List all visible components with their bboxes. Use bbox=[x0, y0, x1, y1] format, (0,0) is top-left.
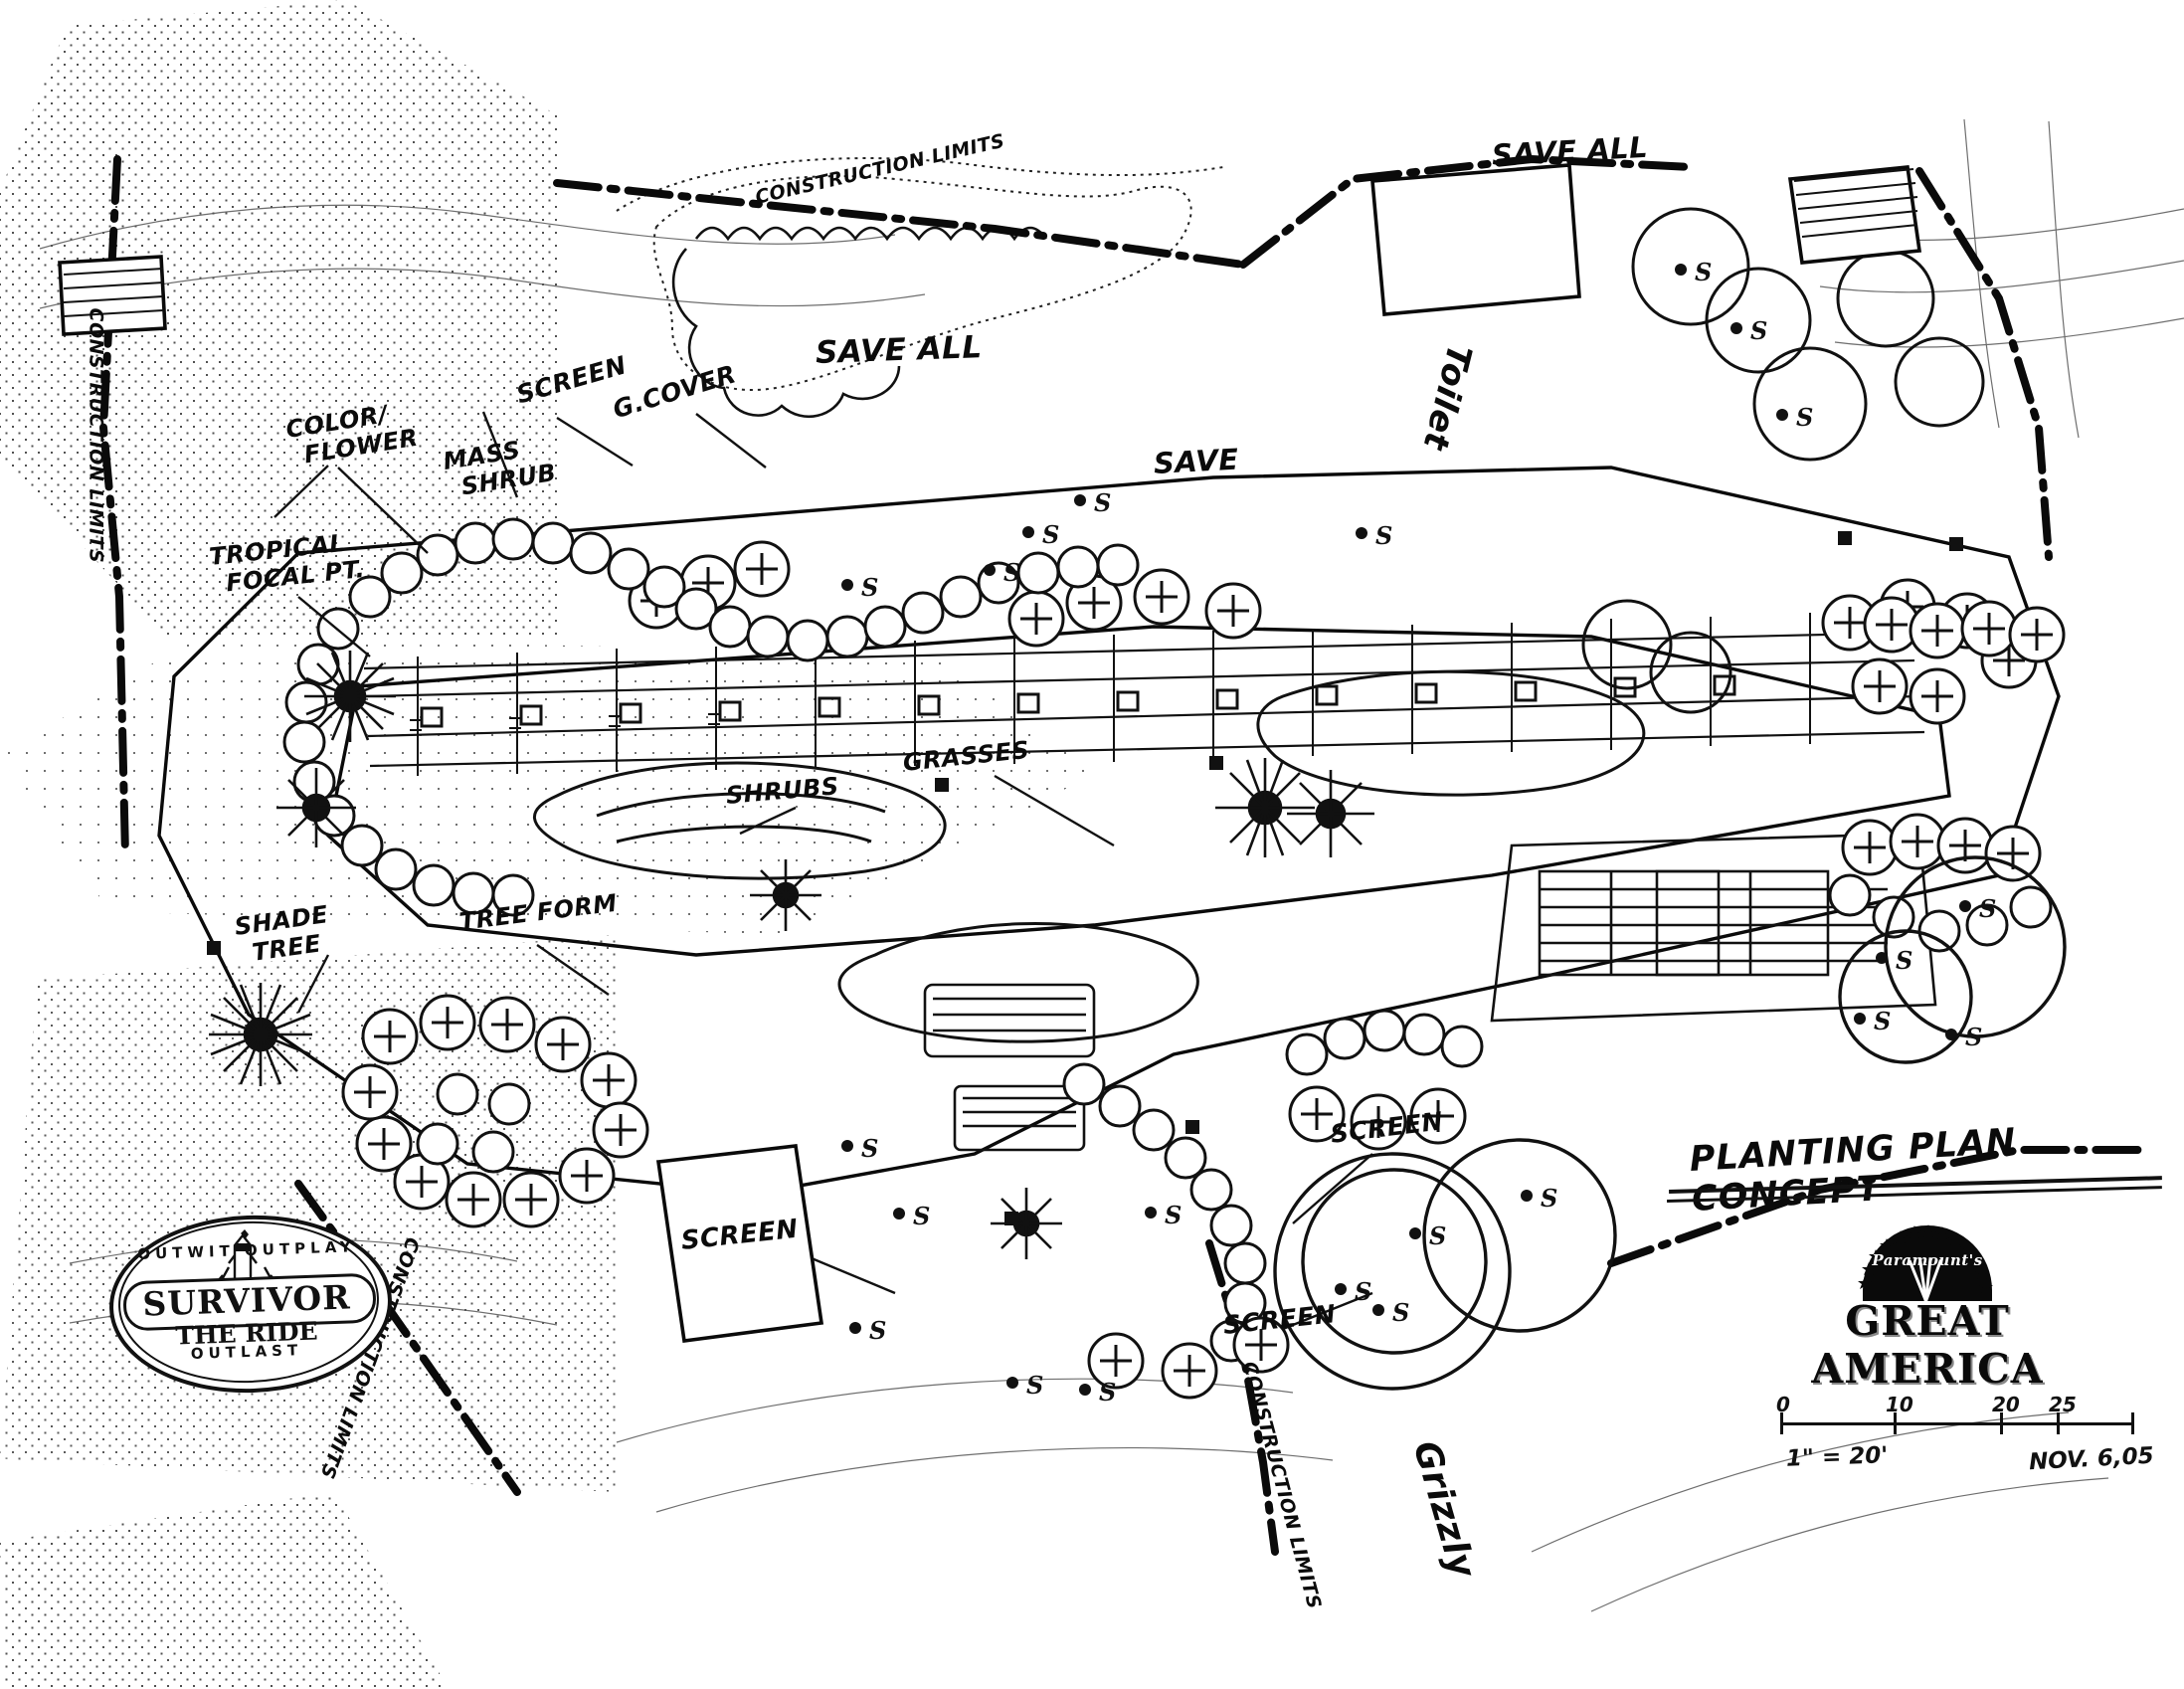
plant-key-letter: S bbox=[1695, 258, 1713, 286]
plant-key-dot bbox=[1675, 264, 1687, 276]
plant-key-dot bbox=[1521, 1190, 1533, 1202]
scale-tick bbox=[1780, 1412, 1783, 1434]
plant-key-dot bbox=[841, 579, 853, 591]
plant-key-dot bbox=[841, 1140, 853, 1152]
plant-key-dot bbox=[1730, 322, 1742, 334]
park-logo: Paramount's GREAT AMERICA bbox=[1738, 1224, 2116, 1393]
plant-key-letter: S bbox=[1099, 1378, 1117, 1407]
plant-key-letter: S bbox=[1429, 1221, 1447, 1250]
scale-tick bbox=[2057, 1412, 2060, 1434]
plant-key-letter: S bbox=[1965, 1023, 1983, 1051]
plant-key-dot bbox=[1074, 494, 1086, 506]
star-arc-icon bbox=[1858, 1224, 1993, 1293]
scale-label-25: 25 bbox=[2049, 1393, 2077, 1416]
plant-key-letter: S bbox=[1165, 1201, 1183, 1229]
scale-tick bbox=[2131, 1412, 2134, 1434]
scale-label-10: 10 bbox=[1886, 1393, 1913, 1416]
plant-key-dot bbox=[1145, 1207, 1157, 1219]
scale-tick bbox=[2000, 1412, 2003, 1434]
plant-key-letter: S bbox=[869, 1316, 887, 1345]
title-block: PLANTING PLAN CONCEPT bbox=[1667, 1122, 2178, 1538]
plant-key-letter: S bbox=[861, 573, 879, 602]
plant-key-dot bbox=[893, 1208, 905, 1220]
plant-key-letter: S bbox=[913, 1202, 931, 1230]
plant-key-dot bbox=[1776, 409, 1788, 421]
plant-key-dot bbox=[1854, 1013, 1866, 1025]
plant-key-letter: S bbox=[1094, 488, 1112, 517]
scale-tick bbox=[1894, 1412, 1897, 1434]
paramount-mountain-icon: Paramount's bbox=[1853, 1224, 2002, 1302]
plant-key-letter: S bbox=[1896, 946, 1913, 975]
plant-key-dot bbox=[1022, 526, 1034, 538]
paramount-wordmark: Paramount's bbox=[1872, 1251, 1983, 1269]
scale-bar-line bbox=[1780, 1422, 2134, 1425]
plant-key-letter: S bbox=[1003, 558, 1021, 587]
plant-key-letter: S bbox=[1750, 316, 1768, 345]
plant-key-dot bbox=[1356, 527, 1367, 539]
plant-key-dot bbox=[1945, 1029, 1957, 1040]
plant-key-dot bbox=[1409, 1227, 1421, 1239]
plant-key-letter: S bbox=[1874, 1007, 1892, 1035]
plant-key-dot bbox=[1335, 1283, 1347, 1295]
scale-bar: 0 10 20 25 1" = 20' NOV. 6,05 bbox=[1776, 1393, 2158, 1480]
plant-key-dot bbox=[1079, 1384, 1091, 1396]
park-name: GREAT AMERICA bbox=[1811, 1297, 2044, 1393]
plant-key-letter: S bbox=[1042, 520, 1060, 549]
plant-key-dot bbox=[849, 1322, 861, 1334]
plant-key-letter: S bbox=[1026, 1371, 1044, 1400]
plant-key-letter: S bbox=[1796, 403, 1814, 432]
plant-key-dot bbox=[1876, 952, 1888, 964]
plant-key-letter: S bbox=[1375, 521, 1393, 550]
plant-key-letter: S bbox=[1979, 894, 1997, 923]
plant-key-letter: S bbox=[1392, 1298, 1410, 1327]
plant-key-dot bbox=[984, 564, 996, 576]
plant-key-dot bbox=[1372, 1304, 1384, 1316]
plant-key-letter: S bbox=[1355, 1277, 1372, 1306]
plant-key-dot bbox=[1006, 1377, 1018, 1389]
plant-key-letter: S bbox=[1541, 1184, 1558, 1213]
plant-key-dot bbox=[1959, 900, 1971, 912]
scale-label-20: 20 bbox=[1992, 1393, 2020, 1416]
survivor-ride-logo: OUTWIT OUTPLAY SURVIVOR THE RIDE OUTLAST bbox=[105, 1211, 398, 1405]
plant-key-letter: S bbox=[861, 1134, 879, 1163]
scale-label-0: 0 bbox=[1776, 1393, 1790, 1416]
